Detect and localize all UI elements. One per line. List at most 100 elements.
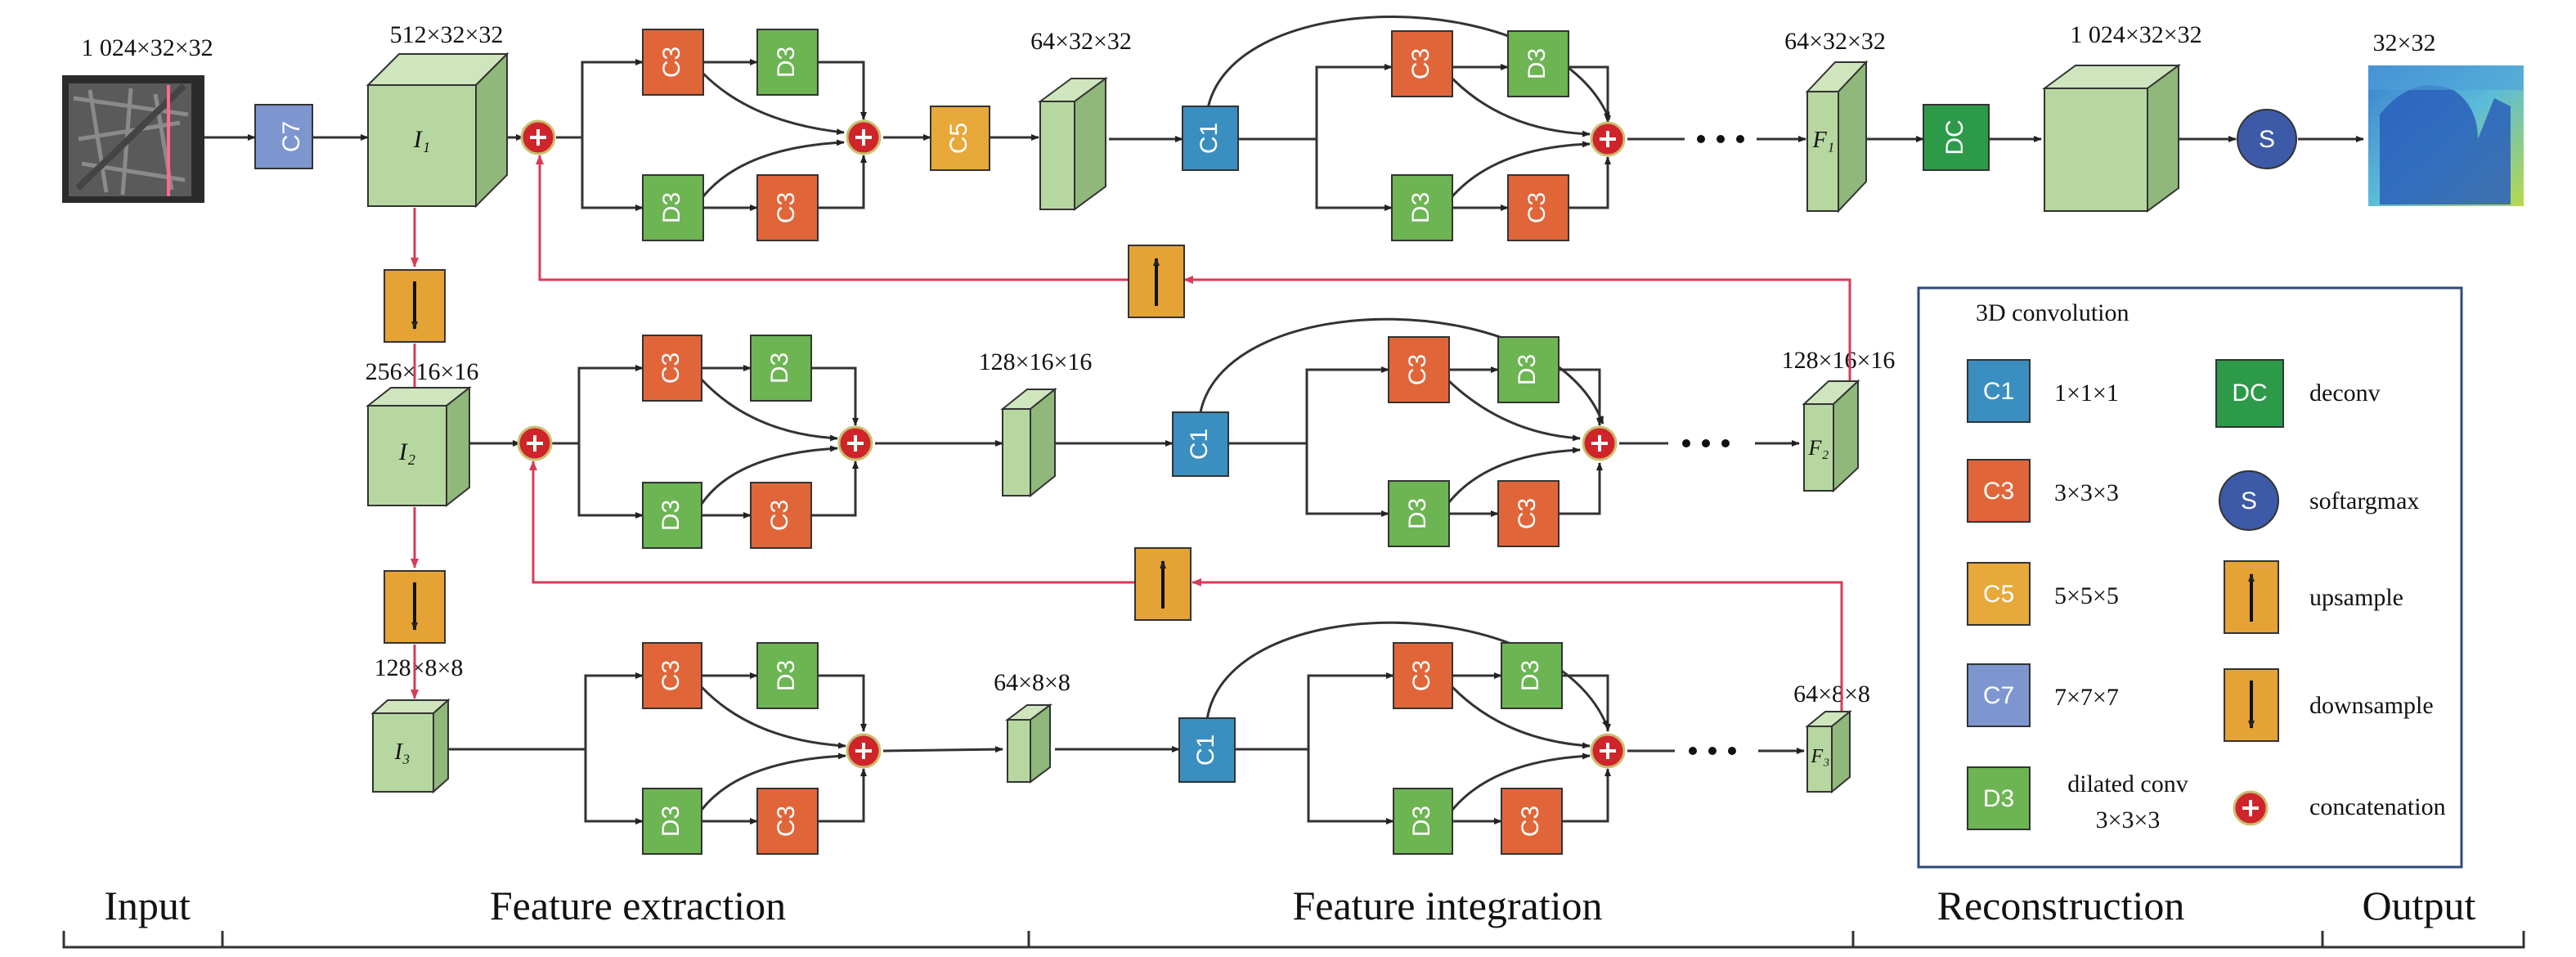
block-d3: D3 xyxy=(1497,336,1560,403)
section-feature-integration: Feature integration xyxy=(1292,883,1602,928)
block-c3: C3 xyxy=(1391,30,1453,97)
block-c5: C5 xyxy=(930,106,990,171)
block-d3: D3 xyxy=(1393,788,1453,855)
block-dc: DC xyxy=(1923,104,1990,171)
svg-text:C5: C5 xyxy=(1983,581,2014,608)
svg-text:D3: D3 xyxy=(1517,660,1544,691)
block-c1: C1 xyxy=(1178,717,1236,783)
svg-text:S: S xyxy=(2259,126,2275,153)
block-c3: C3 xyxy=(1501,788,1563,855)
concat-icon xyxy=(1590,121,1626,157)
dim-f2: 128×16×16 xyxy=(1782,347,1896,374)
svg-text:1×1×1: 1×1×1 xyxy=(2054,380,2119,407)
dim-i3: 128×8×8 xyxy=(375,654,464,681)
row-1 xyxy=(204,16,2364,211)
section-input: Input xyxy=(104,883,191,928)
section-brackets xyxy=(62,931,2525,949)
block-c3: C3 xyxy=(642,335,702,402)
block-d3: D3 xyxy=(642,174,704,241)
svg-text:C1: C1 xyxy=(1983,378,2014,405)
block-d3: D3 xyxy=(750,335,812,402)
dim-row1-mid: 64×32×32 xyxy=(1030,28,1132,55)
cube-f1-label: F₁ xyxy=(1812,128,1835,153)
svg-text:deconv: deconv xyxy=(2309,380,2381,407)
block-c3: C3 xyxy=(750,482,812,549)
svg-text:C1: C1 xyxy=(1186,429,1213,460)
svg-text:D3: D3 xyxy=(1404,498,1431,529)
cube-f2-label: F₂ xyxy=(1808,436,1829,460)
dim-i1: 512×32×32 xyxy=(390,21,504,48)
cube-i1: I₁ xyxy=(366,52,509,209)
svg-text:D3: D3 xyxy=(1983,785,2014,812)
upsample-box-2 xyxy=(1134,547,1192,621)
concat-nodes xyxy=(517,119,1626,769)
cube-i2: I₂ xyxy=(366,385,472,508)
svg-text:D3: D3 xyxy=(1524,48,1551,79)
legend-item-d3: D3 dilated conv 3×3×3 xyxy=(1967,766,2188,833)
row-2 xyxy=(463,317,1800,519)
block-c1: C1 xyxy=(1172,411,1229,477)
cube-f3-label: F₃ xyxy=(1810,746,1829,767)
dim-row2-mid: 128×16×16 xyxy=(979,348,1093,375)
output-image xyxy=(2368,65,2524,206)
cube-i1-label: I₁ xyxy=(413,126,430,153)
legend: 3D convolution C1 1×1×1 C3 3×3×3 C5 5×5×… xyxy=(1917,286,2463,869)
cube-i3-label: I₃ xyxy=(393,739,410,765)
legend-item-c5: C5 5×5×5 xyxy=(1967,562,2119,626)
svg-text:concatenation: concatenation xyxy=(2309,793,2446,820)
dim-f3: 64×8×8 xyxy=(1793,681,1870,708)
svg-text:7×7×7: 7×7×7 xyxy=(2054,684,2119,711)
block-softargmax: S xyxy=(2237,109,2297,169)
svg-text:3×3×3: 3×3×3 xyxy=(2096,806,2161,833)
block-c3: C3 xyxy=(756,174,819,241)
legend-item-c3: C3 3×3×3 xyxy=(1967,459,2119,523)
legend-item-downsample: downsample xyxy=(2224,668,2434,742)
dim-output: 32×32 xyxy=(2373,29,2436,56)
block-d3: D3 xyxy=(1388,480,1450,547)
svg-text:C3: C3 xyxy=(657,660,684,691)
concat-icon xyxy=(846,119,882,155)
svg-text:C3: C3 xyxy=(773,192,800,223)
svg-text:C3: C3 xyxy=(1407,48,1434,79)
dim-recon: 1 024×32×32 xyxy=(2070,21,2201,48)
block-d3: D3 xyxy=(1507,30,1569,97)
svg-text:C7: C7 xyxy=(1983,682,2014,709)
row-3 xyxy=(447,621,1805,824)
legend-title: 3D convolution xyxy=(1976,299,2129,326)
block-d3: D3 xyxy=(1391,174,1453,241)
section-labels: Input Feature extraction Feature integra… xyxy=(104,883,2475,928)
legend-item-c7: C7 7×7×7 xyxy=(1967,663,2119,727)
block-c3: C3 xyxy=(1388,336,1450,403)
cube-f1: F₁ xyxy=(1805,60,1869,213)
svg-text:C3: C3 xyxy=(766,500,793,531)
concat-icon xyxy=(520,119,556,155)
concat-icon xyxy=(1590,733,1626,769)
cube-f3: F₃ xyxy=(1805,709,1852,794)
cube-row3-mid xyxy=(1005,703,1052,784)
svg-text:C3: C3 xyxy=(1408,660,1435,691)
concat-icon xyxy=(837,425,873,461)
svg-text:dilated conv: dilated conv xyxy=(2067,771,2188,798)
block-c7: C7 xyxy=(254,104,313,169)
input-image xyxy=(62,75,204,203)
block-c3: C3 xyxy=(642,642,702,709)
upsample-box-1 xyxy=(1128,245,1185,318)
svg-text:softargmax: softargmax xyxy=(2309,487,2419,514)
svg-text:downsample: downsample xyxy=(2309,692,2434,719)
svg-text:D3: D3 xyxy=(1408,806,1435,837)
svg-text:upsample: upsample xyxy=(2309,584,2403,611)
cube-i3: I₃ xyxy=(370,698,451,794)
svg-text:D3: D3 xyxy=(773,660,800,691)
legend-item-softargmax: S softargmax xyxy=(2219,470,2419,531)
block-d3: D3 xyxy=(642,482,702,549)
conv-blocks: C7 C3 D3 D3 C3 C5 C1 C3 D3 D3 C3 DC S C3… xyxy=(254,29,2297,855)
svg-text:C3: C3 xyxy=(658,47,685,78)
svg-text:D3: D3 xyxy=(658,192,685,223)
block-c3: C3 xyxy=(1393,642,1453,709)
svg-text:5×5×5: 5×5×5 xyxy=(2054,582,2119,609)
svg-text:C3: C3 xyxy=(1514,498,1541,529)
concat-icon xyxy=(846,733,882,769)
cube-row1-mid xyxy=(1037,77,1109,211)
concat-icon xyxy=(517,425,553,461)
